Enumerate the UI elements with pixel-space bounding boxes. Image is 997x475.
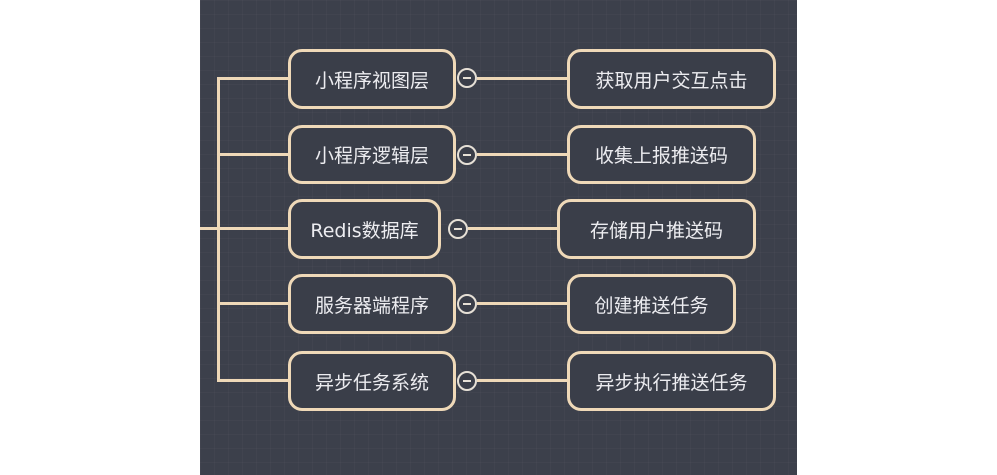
child-connector <box>477 153 569 156</box>
child-connector <box>477 302 569 305</box>
branch-connector <box>217 379 289 382</box>
node-view-layer[interactable]: 小程序视图层 <box>288 49 456 109</box>
collapse-icon[interactable] <box>448 219 468 239</box>
collapse-icon[interactable] <box>457 145 477 165</box>
branch-connector <box>217 302 289 305</box>
node-redis[interactable]: Redis数据库 <box>288 199 441 259</box>
node-get-user-click[interactable]: 获取用户交互点击 <box>567 49 776 109</box>
child-connector <box>468 227 559 230</box>
node-store-push-code[interactable]: 存储用户推送码 <box>557 199 756 259</box>
node-async-execute-push[interactable]: 异步执行推送任务 <box>567 351 776 411</box>
mindmap-canvas: 小程序视图层 获取用户交互点击 小程序逻辑层 收集上报推送码 Redis数据库 … <box>200 0 797 475</box>
collapse-icon[interactable] <box>457 294 477 314</box>
branch-connector <box>217 77 289 80</box>
branch-connector <box>217 153 289 156</box>
node-logic-layer[interactable]: 小程序逻辑层 <box>288 125 456 184</box>
node-server[interactable]: 服务器端程序 <box>288 274 456 334</box>
node-create-push-task[interactable]: 创建推送任务 <box>567 274 736 334</box>
child-connector <box>477 77 569 80</box>
node-collect-push-code[interactable]: 收集上报推送码 <box>567 125 756 184</box>
collapse-icon[interactable] <box>457 371 477 391</box>
collapse-icon[interactable] <box>457 68 477 88</box>
branch-connector <box>217 227 289 230</box>
root-connector <box>200 227 220 230</box>
child-connector <box>477 379 569 382</box>
node-async-system[interactable]: 异步任务系统 <box>288 351 456 411</box>
